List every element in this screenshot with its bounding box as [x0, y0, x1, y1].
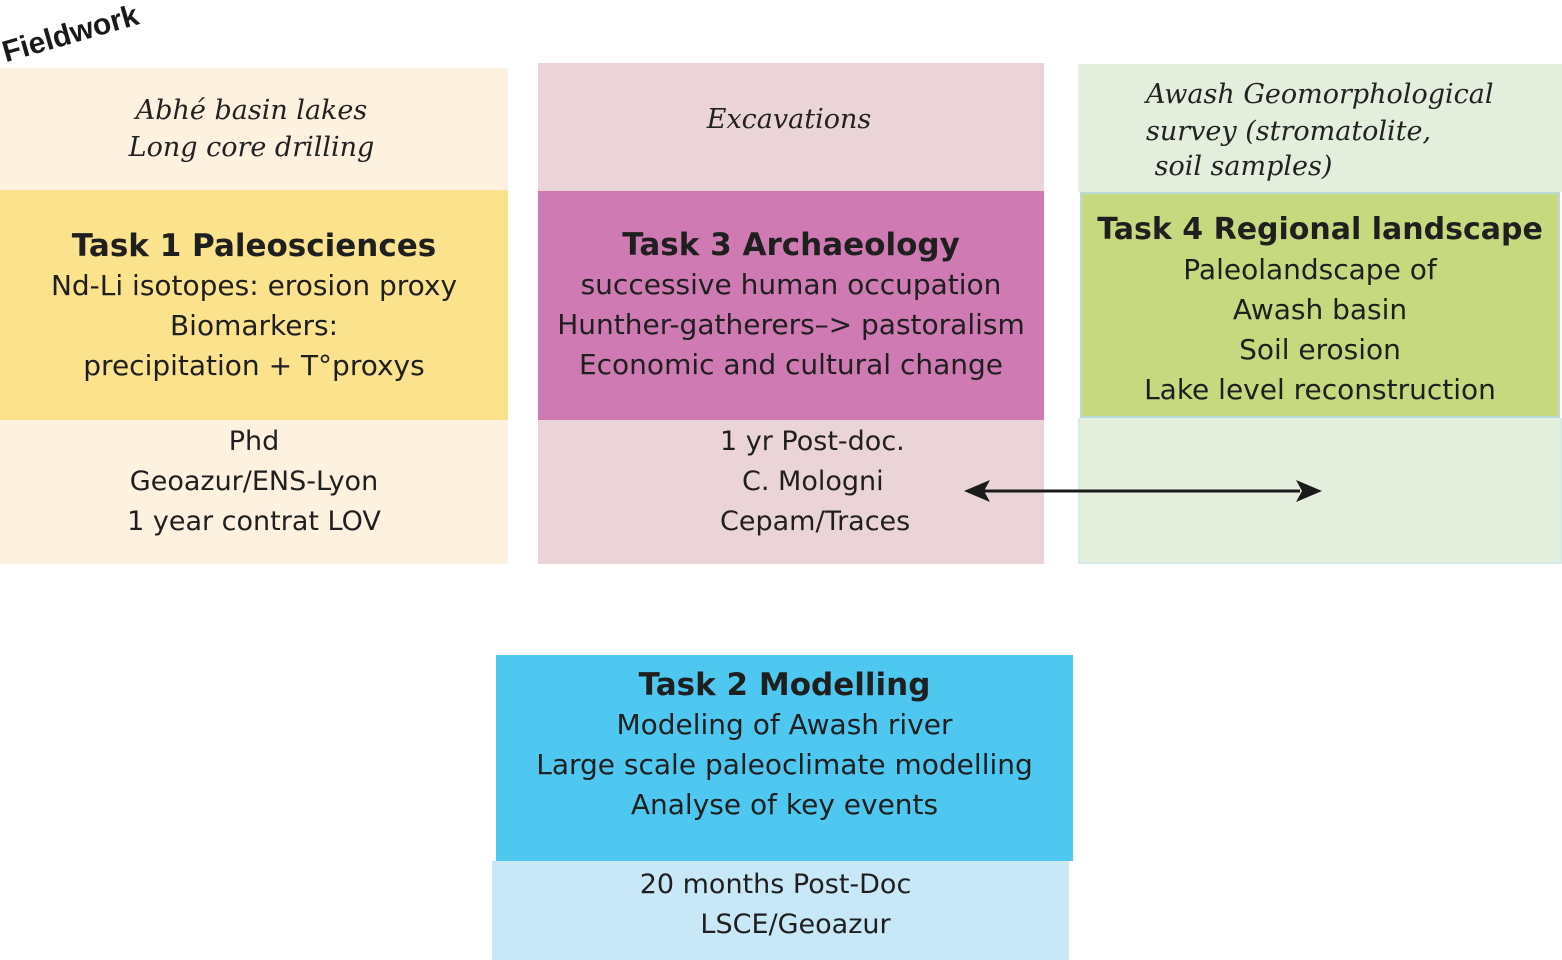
task2-main-box: Task 2 Modelling Modeling of Awash river… [496, 655, 1073, 861]
task1-fieldwork-line: Abhé basin lakes [135, 95, 368, 126]
task3-fieldwork-box: Excavations [538, 63, 1044, 191]
task3-staff-box: 1 yr Post-doc. C. Mologni Cepam/Traces [538, 420, 1044, 564]
task3-line: successive human occupation [580, 268, 1002, 301]
task3-line: Hunther-gatherers–> pastoralism [557, 308, 1025, 341]
task4-fieldwork-line: soil samples) [1146, 151, 1333, 182]
task3-main-box: Task 3 Archaeology successive human occu… [538, 191, 1044, 420]
task1-line: precipitation + T°proxys [83, 349, 425, 382]
task4-line: Lake level reconstruction [1144, 373, 1496, 406]
task1-main-box: Task 1 Paleosciences Nd-Li isotopes: ero… [0, 190, 508, 420]
task3-title: Task 3 Archaeology [622, 227, 960, 263]
task2-staff-line: 20 months Post-Doc [639, 869, 912, 900]
task1-fieldwork-box: Abhé basin lakes Long core drilling [0, 68, 508, 190]
task2-staff-line: LSCE/Geoazur [700, 909, 891, 940]
task4-fieldwork-line: survey (stromatolite, [1146, 116, 1432, 147]
task4-main-box: Task 4 Regional landscape Paleolandscape… [1080, 192, 1560, 418]
task2-line: Analyse of key events [630, 788, 939, 821]
task1-staff-line: Geoazur/ENS-Lyon [129, 466, 379, 497]
task1-staff-box: Phd Geoazur/ENS-Lyon 1 year contrat LOV [0, 420, 508, 564]
task1-line: Nd-Li isotopes: erosion proxy [50, 269, 458, 302]
task1-title: Task 1 Paleosciences [71, 228, 437, 264]
task2-staff-box: 20 months Post-Doc LSCE/Geoazur [492, 861, 1069, 960]
task1-fieldwork-line: Long core drilling [128, 132, 375, 163]
task4-line: Awash basin [1232, 293, 1408, 326]
task2-line: Modeling of Awash river [616, 708, 953, 741]
task4-line: Soil erosion [1239, 333, 1401, 366]
task4-fieldwork-box: Awash Geomorphological survey (stromatol… [1078, 64, 1562, 192]
task4-line: Paleolandscape of [1183, 253, 1437, 286]
task1-staff-line: Phd [228, 426, 280, 457]
fieldwork-label: Fieldwork [0, 0, 143, 70]
task2-line: Large scale paleoclimate modelling [536, 748, 1033, 781]
task1-line: Biomarkers: [169, 309, 339, 342]
task3-staff-line: C. Mologni [742, 466, 884, 497]
task3-staff-line: Cepam/Traces [720, 506, 911, 537]
task1-staff-line: 1 year contrat LOV [127, 506, 381, 537]
task3-staff-line: 1 yr Post-doc. [720, 426, 905, 457]
task4-title: Task 4 Regional landscape [1097, 212, 1543, 247]
task2-title: Task 2 Modelling [638, 667, 931, 703]
double-arrow-connector [964, 480, 1322, 502]
task3-fieldwork-line: Excavations [706, 104, 872, 135]
task3-line: Economic and cultural change [578, 348, 1004, 381]
task4-fieldwork-line: Awash Geomorphological [1146, 79, 1494, 110]
